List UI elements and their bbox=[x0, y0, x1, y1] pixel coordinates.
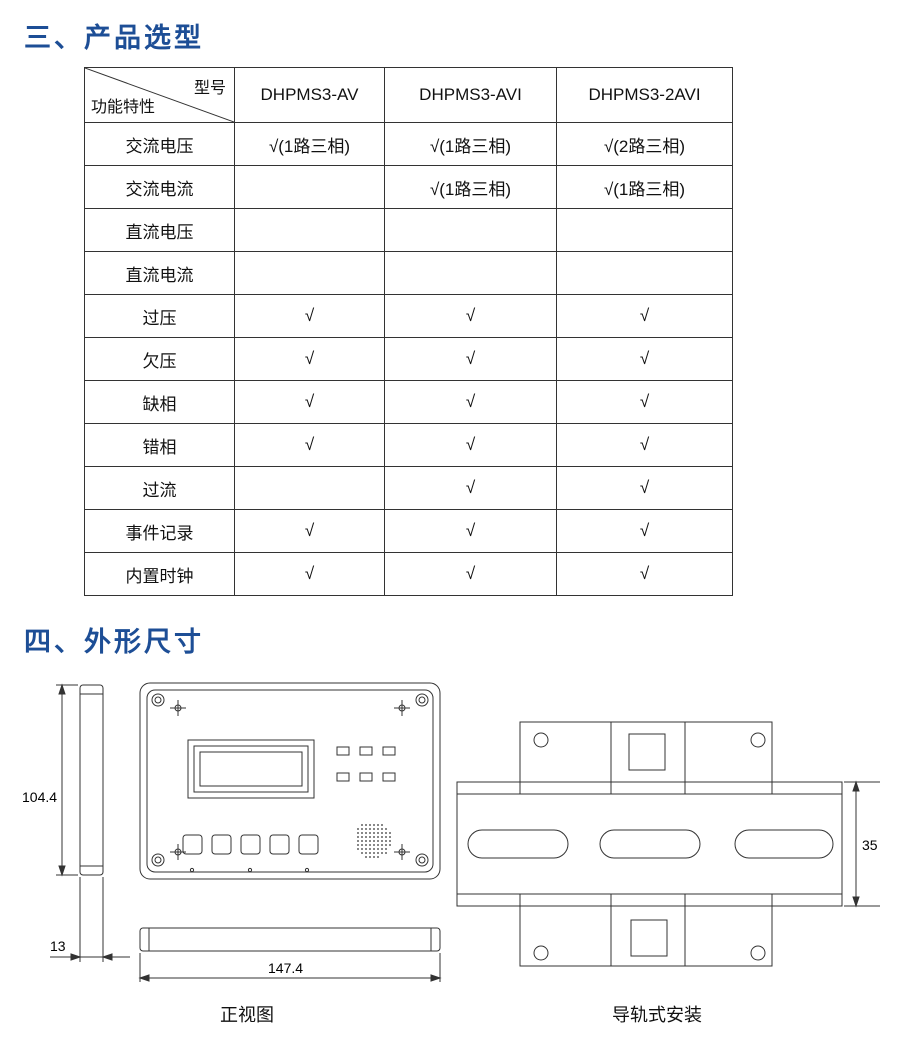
dimension-width-label: 147.4 bbox=[268, 960, 303, 976]
spec-cell: √ bbox=[384, 380, 557, 424]
feature-cell: 事件记录 bbox=[84, 509, 235, 553]
table-row: 错相√√√ bbox=[84, 423, 733, 467]
spec-cell bbox=[234, 466, 385, 510]
spec-cell: √ bbox=[384, 552, 557, 596]
buzzer-holes bbox=[357, 824, 391, 858]
feature-cell: 欠压 bbox=[84, 337, 235, 381]
table-row: 内置时钟√√√ bbox=[84, 552, 733, 596]
spec-cell bbox=[234, 251, 385, 295]
table-row: 交流电压√(1路三相)√(1路三相)√(2路三相) bbox=[84, 122, 733, 166]
table-row: 事件记录√√√ bbox=[84, 509, 733, 553]
front-keypad bbox=[182, 834, 319, 873]
spec-cell: √ bbox=[556, 552, 733, 596]
spec-cell bbox=[556, 208, 733, 252]
table-row: 直流电流 bbox=[84, 251, 733, 295]
spec-cell: √ bbox=[556, 380, 733, 424]
table-row: 缺相√√√ bbox=[84, 380, 733, 424]
table-corner-cell: 型号 功能特性 bbox=[84, 67, 235, 123]
lcd-display bbox=[187, 739, 315, 799]
table-row: 过压√√√ bbox=[84, 294, 733, 338]
feature-cell: 内置时钟 bbox=[84, 552, 235, 596]
spec-cell bbox=[384, 208, 557, 252]
table-row: 交流电流 √(1路三相)√(1路三相) bbox=[84, 165, 733, 209]
spec-cell: √ bbox=[384, 509, 557, 553]
spec-cell: √ bbox=[234, 552, 385, 596]
feature-cell: 直流电流 bbox=[84, 251, 235, 295]
corner-label-feature: 功能特性 bbox=[91, 99, 156, 116]
spec-cell: √ bbox=[234, 423, 385, 467]
rail-dimension-lines bbox=[844, 780, 880, 908]
spec-cell: √ bbox=[234, 294, 385, 338]
feature-cell: 直流电压 bbox=[84, 208, 235, 252]
spec-cell bbox=[234, 208, 385, 252]
front-view-panel bbox=[139, 682, 441, 880]
section-title-product-selection: 三、产品选型 bbox=[24, 23, 204, 54]
side-view bbox=[79, 684, 104, 876]
table-row: 直流电压 bbox=[84, 208, 733, 252]
spec-cell: √(2路三相) bbox=[556, 122, 733, 166]
product-selection-table: 型号 功能特性 DHPMS3-AV DHPMS3-AVI DHPMS3-2AVI… bbox=[84, 67, 733, 596]
indicator-leds bbox=[336, 746, 396, 782]
dimension-height-label: 104.4 bbox=[22, 789, 57, 805]
section-title-dimensions: 四、外形尺寸 bbox=[24, 627, 204, 658]
dimension-rail-label: 35 bbox=[862, 837, 878, 853]
din-rail-mount bbox=[456, 721, 843, 967]
spec-cell: √ bbox=[384, 423, 557, 467]
caption-rail-mount: 导轨式安装 bbox=[612, 1005, 702, 1026]
spec-cell: √ bbox=[234, 509, 385, 553]
spec-cell: √ bbox=[384, 337, 557, 381]
spec-cell: √(1路三相) bbox=[384, 165, 557, 209]
spec-cell: √ bbox=[234, 380, 385, 424]
depth-dimension-lines bbox=[50, 877, 130, 962]
mount-cross-marks bbox=[170, 700, 410, 860]
spec-cell: √ bbox=[556, 337, 733, 381]
spec-cell bbox=[384, 251, 557, 295]
table-header-row: 型号 功能特性 DHPMS3-AV DHPMS3-AVI DHPMS3-2AVI bbox=[84, 67, 733, 123]
spec-cell bbox=[556, 251, 733, 295]
caption-front-view: 正视图 bbox=[220, 1005, 274, 1026]
feature-cell: 错相 bbox=[84, 423, 235, 467]
spec-cell: √ bbox=[556, 509, 733, 553]
table-row: 欠压√√√ bbox=[84, 337, 733, 381]
spec-cell: √ bbox=[556, 423, 733, 467]
table-row: 过流 √√ bbox=[84, 466, 733, 510]
spec-cell: √ bbox=[556, 294, 733, 338]
feature-cell: 交流电流 bbox=[84, 165, 235, 209]
corner-diagonal-line bbox=[85, 68, 234, 122]
corner-label-model: 型号 bbox=[193, 80, 226, 97]
spec-cell: √ bbox=[384, 294, 557, 338]
model-header: DHPMS3-AVI bbox=[384, 67, 557, 123]
spec-cell bbox=[234, 165, 385, 209]
model-header: DHPMS3-AV bbox=[234, 67, 385, 123]
spec-cell: √(1路三相) bbox=[556, 165, 733, 209]
spec-cell: √ bbox=[556, 466, 733, 510]
spec-cell: √ bbox=[234, 337, 385, 381]
model-header: DHPMS3-2AVI bbox=[556, 67, 733, 123]
dimension-depth-label: 13 bbox=[50, 938, 66, 954]
dimension-drawing: 104.4 13 147.4 35 bbox=[22, 682, 880, 982]
spec-cell: √(1路三相) bbox=[384, 122, 557, 166]
feature-cell: 过压 bbox=[84, 294, 235, 338]
feature-cell: 过流 bbox=[84, 466, 235, 510]
feature-cell: 缺相 bbox=[84, 380, 235, 424]
bottom-view bbox=[139, 927, 441, 952]
height-dimension-lines bbox=[56, 683, 78, 877]
feature-cell: 交流电压 bbox=[84, 122, 235, 166]
spec-cell: √(1路三相) bbox=[234, 122, 385, 166]
width-dimension-lines bbox=[138, 953, 442, 982]
spec-cell: √ bbox=[384, 466, 557, 510]
